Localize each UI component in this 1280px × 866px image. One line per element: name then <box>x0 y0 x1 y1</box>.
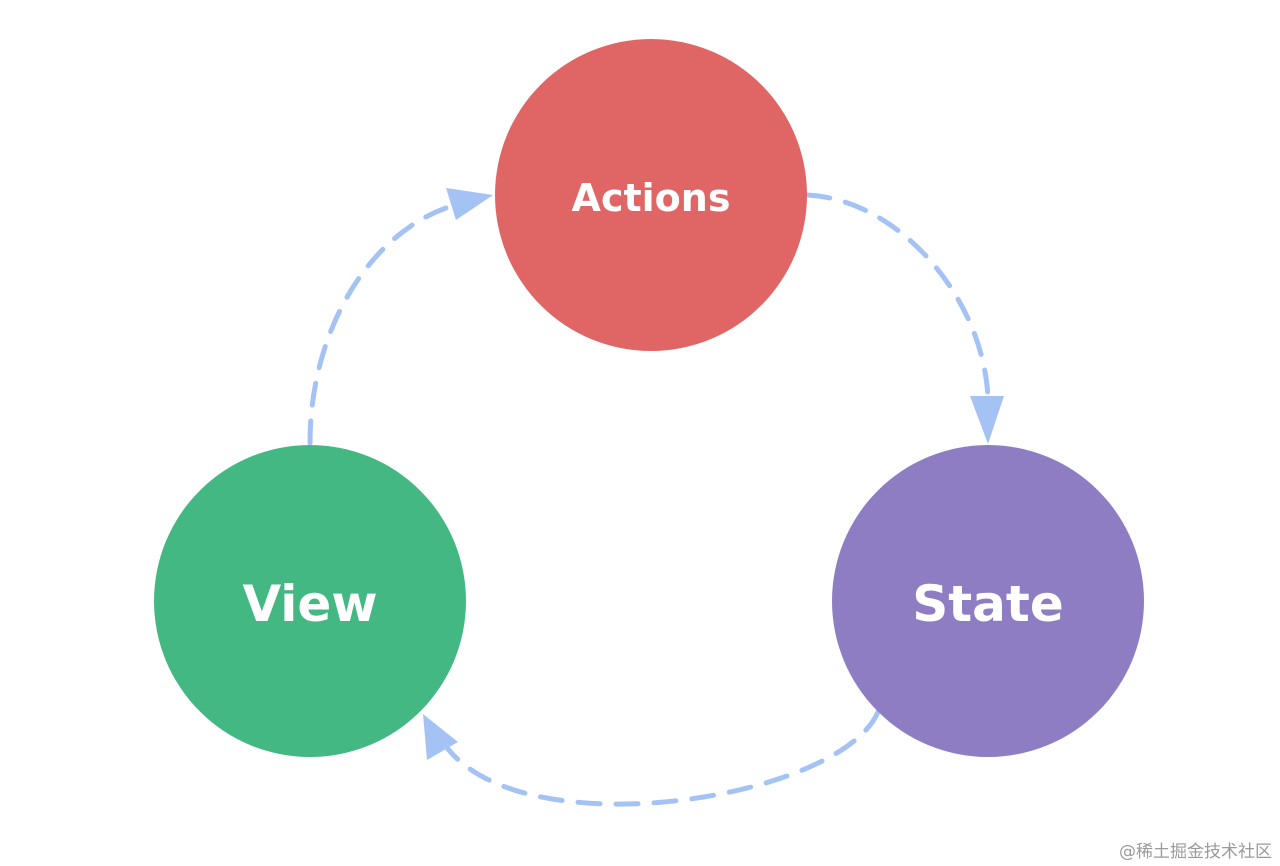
arrowhead-state-to-view <box>423 714 458 760</box>
node-state: State <box>832 445 1144 757</box>
state-label: State <box>912 575 1063 633</box>
edge-state-to-view <box>442 709 881 807</box>
edge-view-to-actions <box>307 202 458 446</box>
state-circle <box>832 445 1144 757</box>
arrowhead-actions-to-state <box>970 396 1004 444</box>
view-circle <box>154 445 466 757</box>
actions-circle <box>495 39 807 351</box>
arrowhead-view-to-actions <box>446 188 493 220</box>
node-view: View <box>154 445 466 757</box>
node-actions: Actions <box>495 39 807 351</box>
edge-actions-to-state <box>805 192 991 403</box>
watermark: @稀土掘金技术社区 <box>1119 842 1272 862</box>
view-label: View <box>242 575 377 633</box>
actions-label: Actions <box>572 176 731 220</box>
